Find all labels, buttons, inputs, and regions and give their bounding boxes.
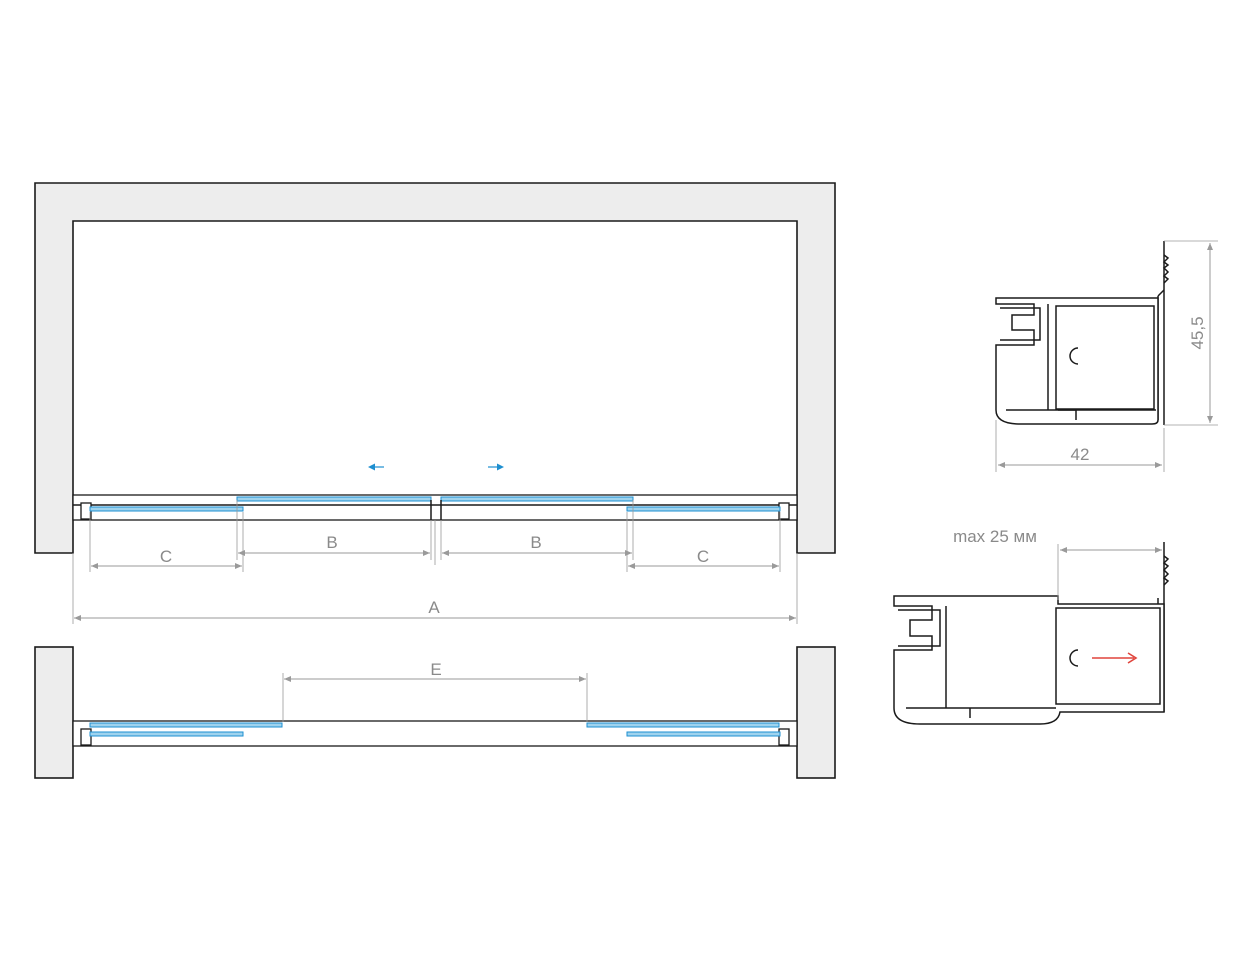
profile-body [995, 297, 1159, 425]
label-c-right: C [697, 547, 709, 566]
plan-view-open: E [34, 646, 836, 779]
label-max-adjust: max 25 мм [953, 527, 1037, 546]
fixed-panel-right [626, 506, 781, 512]
label-profile-height: 45,5 [1188, 316, 1207, 349]
label-a: A [428, 598, 440, 617]
label-b-right: B [530, 533, 541, 552]
label-b-left: B [326, 533, 337, 552]
plan-view-closed: C B B C A [34, 182, 836, 624]
label-e: E [430, 660, 441, 679]
open-arrow-left-icon [368, 463, 384, 471]
right-wall-stub [796, 646, 836, 779]
label-c-left: C [160, 547, 172, 566]
adjust-profile-body [893, 595, 1165, 725]
left-wall-stub [34, 646, 74, 779]
wall-profile-section: 45,5 42 [995, 240, 1218, 472]
fixed-panel-left [89, 506, 244, 512]
sliding-panel-right [440, 496, 634, 502]
adjustment-profile-section: max 25 мм [893, 527, 1170, 725]
sliding-panel-left [236, 496, 432, 502]
wall-niche [34, 182, 836, 554]
open-panel-right-outer [586, 722, 780, 728]
label-profile-width: 42 [1071, 445, 1090, 464]
open-arrow-right-icon [488, 463, 504, 471]
open-panel-right-inner [626, 731, 781, 737]
open-panel-left-outer [89, 722, 283, 728]
open-panel-left-inner [89, 731, 244, 737]
